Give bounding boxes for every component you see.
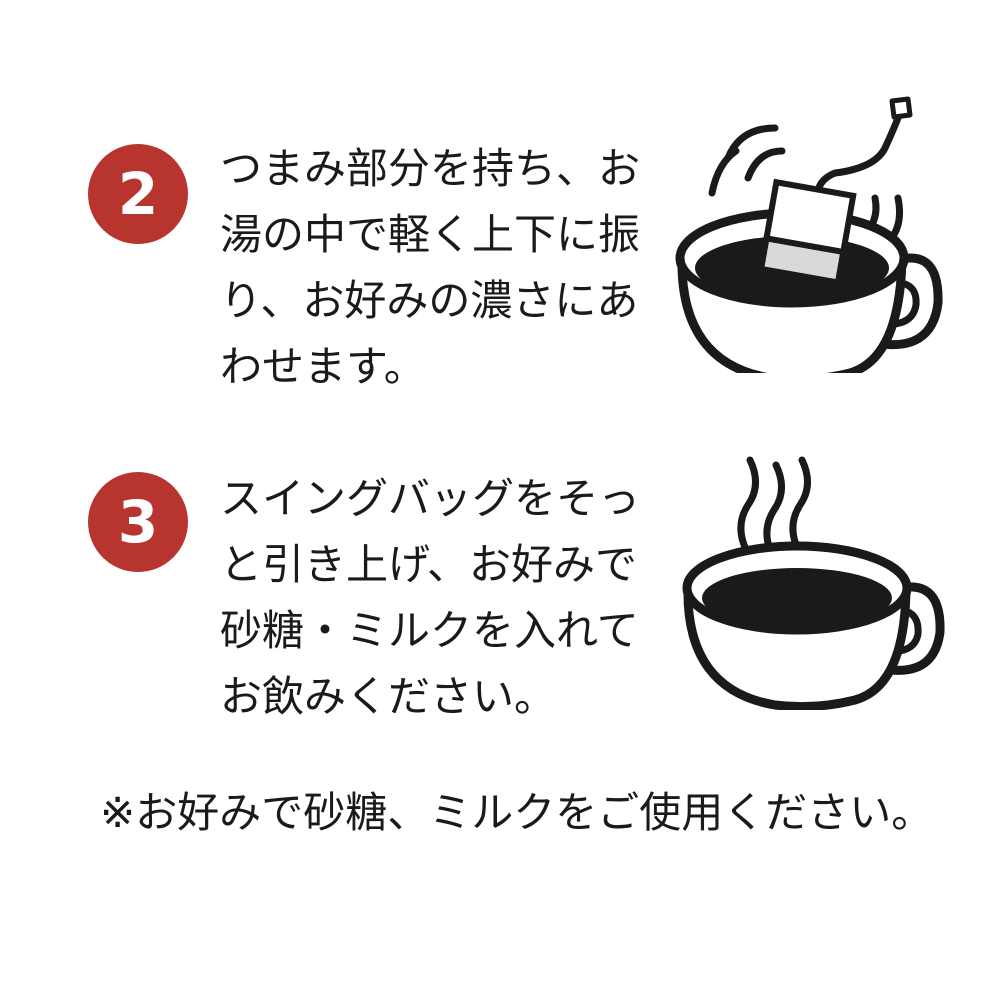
step-3: 3 スイングバッグをそっと引き上げ、お好みで砂糖・ミルクを入れてお飲みください。 (0, 450, 1000, 750)
steaming-coffee-cup-icon (682, 456, 945, 710)
step-number: 3 (117, 488, 159, 556)
step-instruction-text: スイングバッグをそっと引き上げ、お好みで砂糖・ミルクを入れてお飲みください。 (220, 474, 641, 721)
step-2: 2 つまみ部分を持ち、お湯の中で軽く上下に振り、お好みの濃さにあわせます。 (0, 96, 1000, 408)
footnote: ※お好みで砂糖、ミルクをご使用ください。 (100, 788, 934, 837)
step-number-badge: 3 (88, 472, 188, 572)
step-number-badge: 2 (88, 144, 188, 244)
cup-with-swinging-teabag-icon (675, 96, 943, 373)
step-instruction-text: つまみ部分を持ち、お湯の中で軽く上下に振り、お好みの濃さにあわせます。 (220, 144, 641, 391)
step-number: 2 (117, 160, 159, 228)
